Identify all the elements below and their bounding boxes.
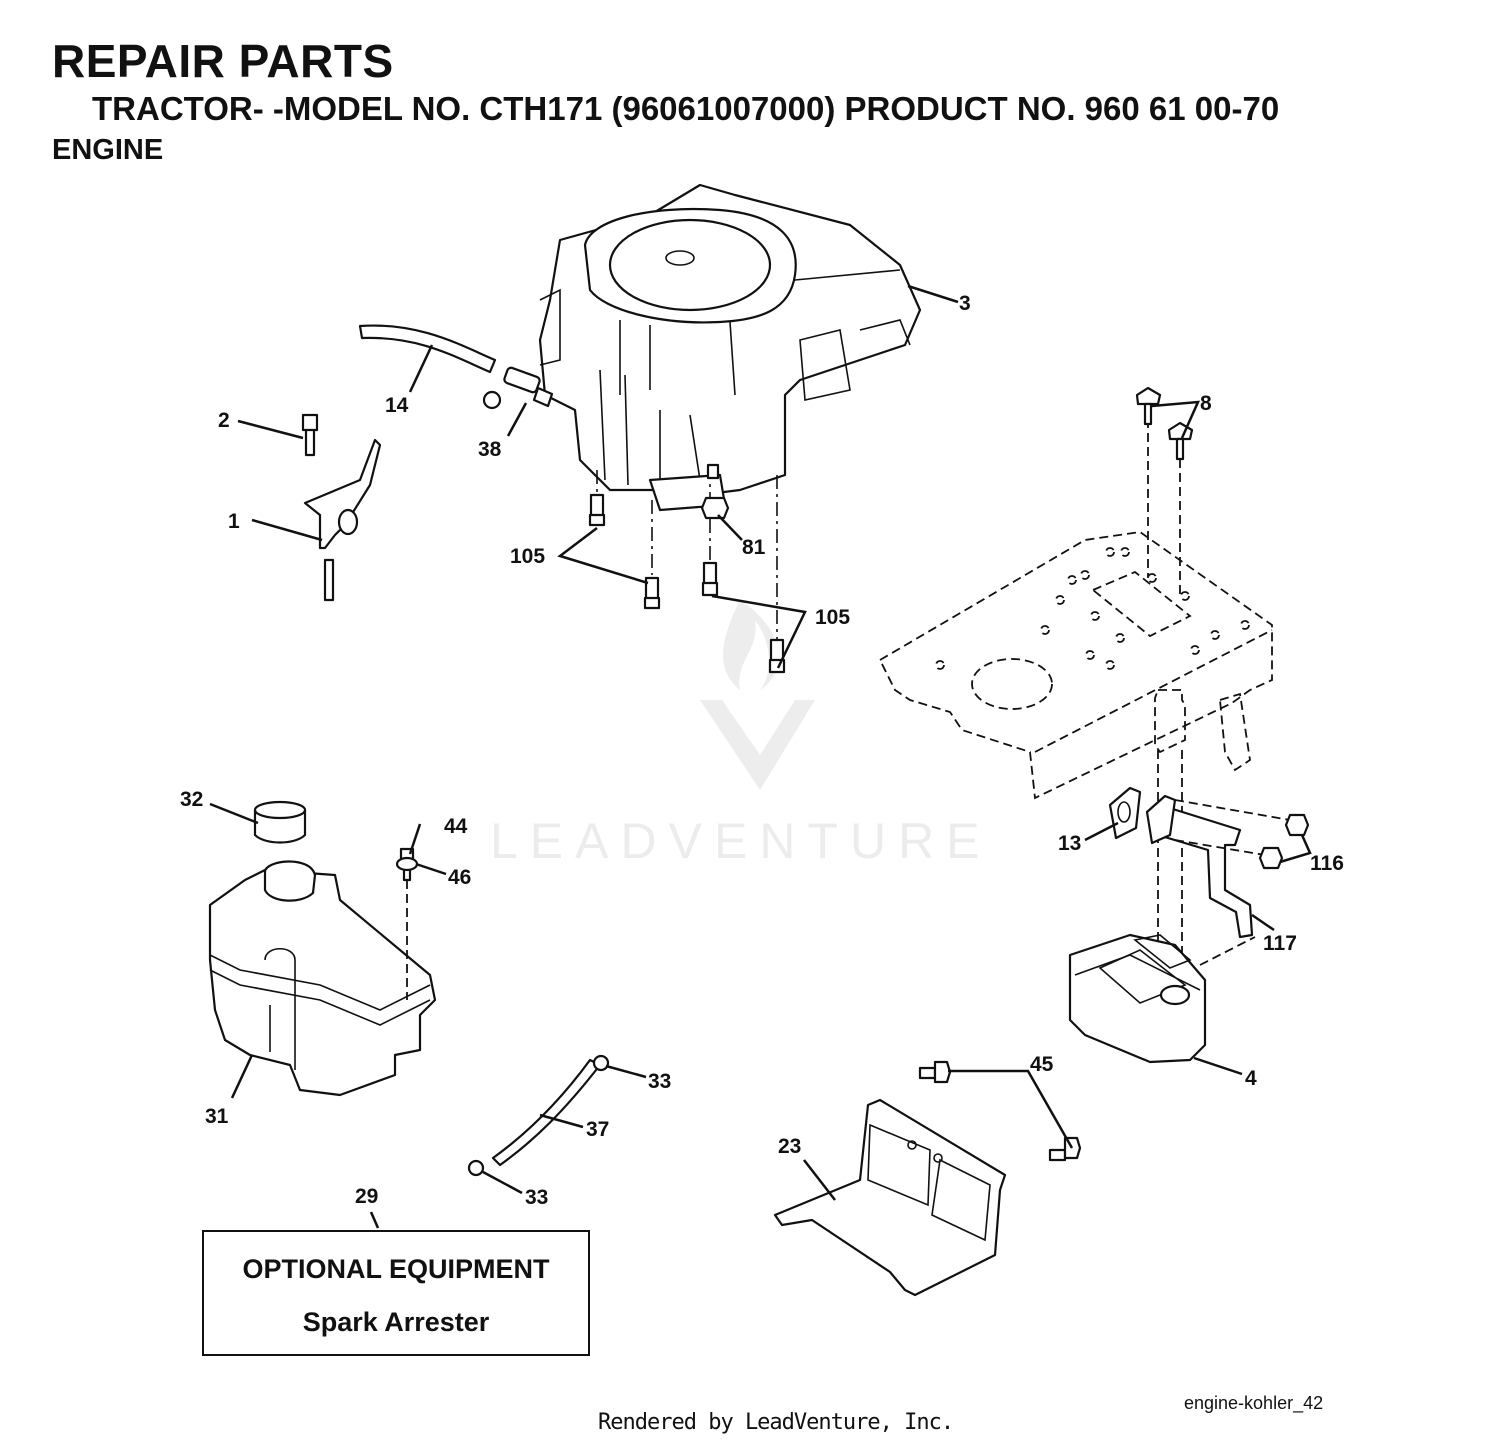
engine-mount-hardware <box>588 463 786 674</box>
knob-part-8 <box>1135 386 1194 461</box>
callout-13: 13 <box>1058 832 1081 855</box>
fuel-line-part-37 <box>467 1054 610 1177</box>
heat-shield-part-23 <box>773 1060 1082 1297</box>
callout-2: 2 <box>218 409 230 432</box>
leader-lines <box>209 284 1312 1229</box>
callout-33-top: 33 <box>648 1070 671 1093</box>
tractor-frame-reference <box>878 405 1273 955</box>
callout-105-right: 105 <box>815 606 850 629</box>
model-subtitle: TRACTOR- -MODEL NO. CTH171 (96061007000)… <box>92 90 1280 127</box>
fuel-tank-part-31 <box>208 800 437 1097</box>
callout-3: 3 <box>959 292 971 315</box>
diagram-id: engine-kohler_42 <box>1184 1393 1324 1413</box>
callout-14: 14 <box>385 394 409 417</box>
fuel-line-part-14 <box>358 324 497 374</box>
callout-44: 44 <box>444 815 468 838</box>
callout-4: 4 <box>1245 1067 1257 1090</box>
callout-1: 1 <box>228 510 240 533</box>
callout-29: 29 <box>355 1185 378 1208</box>
callout-31: 31 <box>205 1105 229 1128</box>
callout-116: 116 <box>1310 852 1344 875</box>
page-title: REPAIR PARTS <box>52 35 394 87</box>
fuel-filter-part-38 <box>482 366 554 410</box>
section-title: ENGINE <box>52 134 164 166</box>
callout-32: 32 <box>180 788 203 811</box>
callout-45: 45 <box>1030 1053 1054 1076</box>
callout-117: 117 <box>1263 932 1297 955</box>
callout-81: 81 <box>742 536 766 559</box>
optional-equipment-box: OPTIONAL EQUIPMENT Spark Arrester <box>202 1230 590 1356</box>
watermark-logo <box>700 600 815 790</box>
exhaust-pipe-part-117 <box>1108 786 1310 966</box>
callout-23: 23 <box>778 1135 801 1158</box>
render-credit: Rendered by LeadVenture, Inc. <box>598 1410 954 1435</box>
throttle-control-part-1 <box>301 413 382 602</box>
callout-105-left: 105 <box>510 545 545 568</box>
optional-equipment-heading: OPTIONAL EQUIPMENT <box>242 1254 550 1284</box>
watermark-text: LEADVENTURE <box>490 813 992 869</box>
engine-assembly <box>538 183 922 512</box>
callout-8: 8 <box>1200 392 1212 415</box>
callout-37: 37 <box>586 1118 609 1141</box>
optional-equipment-item: Spark Arrester <box>302 1307 490 1337</box>
callout-33-bottom: 33 <box>525 1186 548 1209</box>
muffler-part-4 <box>1068 933 1207 1064</box>
callout-46: 46 <box>448 866 471 889</box>
callout-38: 38 <box>478 438 502 461</box>
